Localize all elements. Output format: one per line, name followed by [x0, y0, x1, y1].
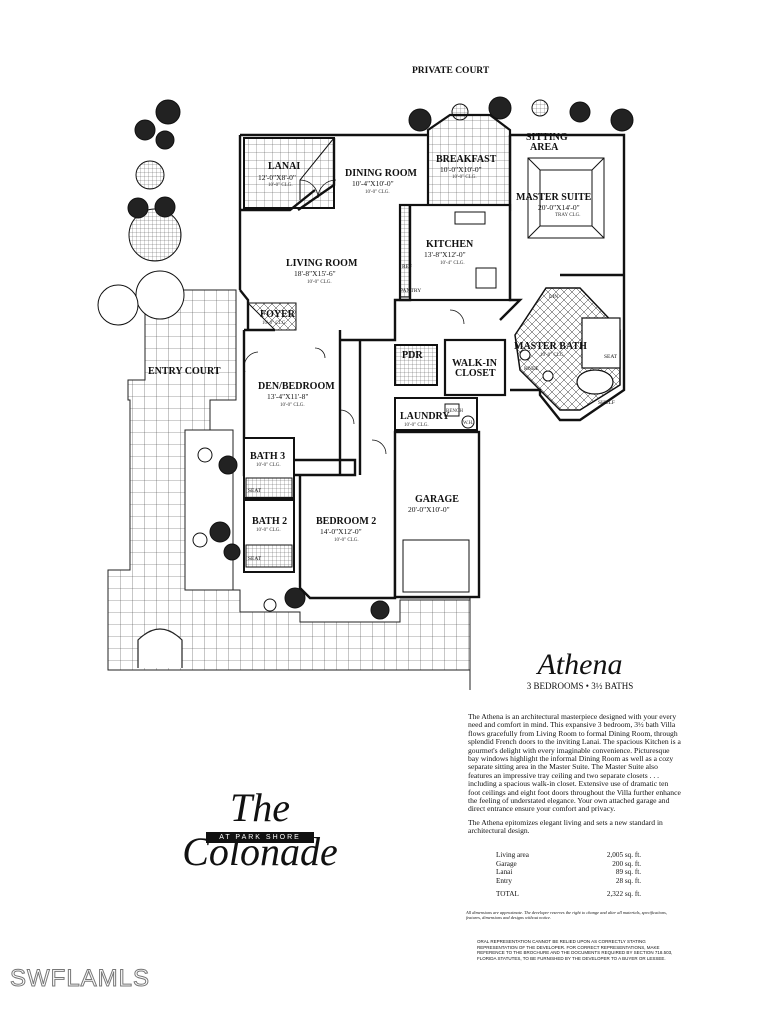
private-court-label: PRIVATE COURT	[412, 66, 490, 76]
laundry-clg: 10'-0" CLG.	[404, 423, 429, 428]
foyer-clg: 10'-0" CLG.	[262, 321, 287, 326]
master-bath-seat: SEAT	[604, 354, 618, 360]
brand-subtitle: AT PARK SHORE	[206, 832, 314, 843]
laundry-bench	[444, 403, 460, 417]
master-bath-label: MASTER BATH	[514, 341, 587, 352]
walk-in-label-2: CLOSET	[455, 368, 496, 379]
dining-dim: 10'-4"X10'-0"	[352, 179, 394, 188]
door-swings	[243, 179, 465, 455]
tray-diagonals	[527, 157, 605, 239]
brand-title: The Colonade	[182, 785, 338, 874]
bath3-seat: SEAT	[248, 488, 262, 494]
pdr-label: PDR	[402, 350, 423, 361]
bath2-clg: 10'-0" CLG.	[256, 528, 281, 533]
laundry-wh: W.H.	[463, 421, 473, 426]
tray-ceiling-inner	[539, 169, 593, 227]
garage-label: GARAGE	[415, 494, 459, 505]
master-bath-clg: 10'-0" CLG.	[540, 353, 565, 358]
oral-representation-notice: ORAL REPRESENTATION CANNOT BE RELIED UPO…	[477, 939, 673, 961]
bath2-shower	[245, 544, 293, 568]
walk-in-label-1: WALK-IN	[452, 358, 498, 369]
den-dim: 13'-4"X11'-8"	[267, 392, 308, 401]
kitchen-island	[454, 211, 486, 225]
bedroom2-dim: 14'-0"X12'-0"	[320, 527, 362, 536]
description: The Athena is an architectural masterpie…	[468, 712, 681, 841]
living-room-walls	[340, 205, 412, 475]
description-p1: The Athena is an architectural masterpie…	[468, 712, 681, 814]
lanai-label: LANAI	[268, 161, 300, 172]
dining-label: DINING ROOM	[345, 168, 418, 179]
bedroom2-label: BEDROOM 2	[316, 516, 376, 527]
pantry-label: PANTRY	[400, 288, 421, 294]
master-tub	[576, 369, 614, 395]
master-suite-label: MASTER SUITE	[516, 192, 592, 203]
master-suite-clg: TRAY CLG.	[555, 213, 580, 218]
dining-clg: 10'-0" CLG.	[365, 190, 390, 195]
kitchen-clg: 10'-4" CLG.	[440, 261, 465, 266]
den-clg: 10'-0" CLG.	[280, 403, 305, 408]
breakfast-label: BREAKFAST	[436, 154, 497, 165]
cooktop	[475, 267, 497, 289]
master-bath-lin: LIN	[549, 294, 558, 300]
bath3-label: BATH 3	[250, 451, 285, 462]
garage-door	[402, 539, 470, 593]
landscape	[97, 96, 634, 620]
water-heater	[461, 415, 475, 429]
kitchen-dim: 13'-8"X12'-0"	[424, 250, 466, 259]
entry-arch	[137, 628, 183, 668]
master-suite-dim: 20'-0"X14'-0"	[538, 203, 580, 212]
disclaimer: All dimensions are approximate. The deve…	[466, 910, 667, 921]
laundry-bench: BENCH	[446, 409, 463, 414]
master-bath-knee: KNEE	[524, 366, 539, 372]
master-sink-2	[542, 370, 554, 382]
kitchen-counter	[399, 204, 411, 298]
lanai-clg: 10'-0" CLG.	[268, 183, 293, 188]
bedroom2-clg: 10'-0" CLG.	[334, 538, 359, 543]
ref-label: REF	[402, 264, 412, 270]
tray-ceiling	[527, 157, 605, 239]
master-bath-shelf: SHELF	[598, 400, 615, 406]
garage-dim: 20'-0"X10'-0"	[408, 505, 450, 514]
model-title-block: Athena 3 BEDROOMS • 3½ BATHS	[520, 648, 640, 692]
breakfast-dim: 10'-0"X10'-0"	[440, 165, 482, 174]
model-title: Athena	[537, 648, 623, 681]
den-label: DEN/BEDROOM	[258, 381, 335, 392]
laundry-label: LAUNDRY	[400, 411, 450, 422]
living-dim: 18'-8"X15'-6"	[294, 269, 336, 278]
watermark: SWFLAMLS	[9, 965, 151, 993]
master-shower	[581, 317, 621, 369]
breakfast-clg: 10'-0" CLG.	[452, 175, 477, 180]
bath3-shower	[245, 477, 293, 499]
bath2-seat: SEAT	[248, 556, 262, 562]
living-clg: 10'-0" CLG.	[307, 280, 332, 285]
foyer-label: FOYER	[260, 309, 296, 320]
sitting-label-2: AREA	[530, 142, 559, 153]
house-outline	[238, 133, 428, 600]
master-sink-1	[519, 349, 531, 361]
living-label: LIVING ROOM	[286, 258, 358, 269]
sitting-label-1: SITTING	[526, 132, 568, 143]
pdr-floor	[394, 344, 438, 386]
bath3-clg: 10'-0" CLG.	[256, 463, 281, 468]
walk-in-closet	[443, 338, 507, 397]
kitchen-label: KITCHEN	[426, 239, 474, 250]
lanai-dim: 12'-0"X8'-0"	[258, 173, 296, 182]
bath2-label: BATH 2	[252, 516, 287, 527]
model-subtitle: 3 BEDROOMS • 3½ BATHS	[526, 681, 634, 691]
foyer-floor	[246, 302, 297, 331]
description-p2: The Athena epitomizes elegant living and…	[468, 817, 663, 836]
entry-court-label: ENTRY COURT	[148, 366, 221, 377]
brand-logo: The Colonade AT PARK SHORE	[150, 786, 370, 874]
